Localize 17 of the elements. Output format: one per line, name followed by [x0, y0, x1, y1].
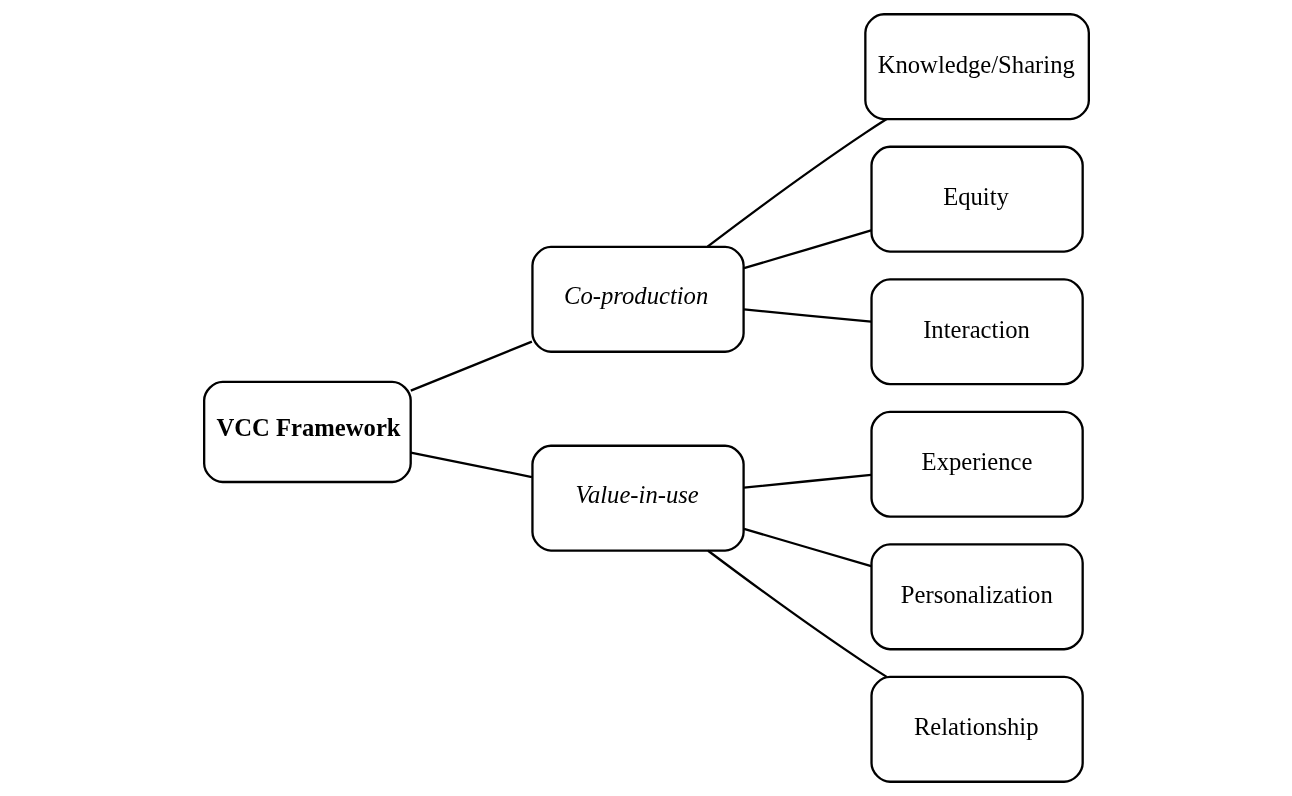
connector — [410, 451, 532, 479]
node-box: Equity — [869, 145, 1084, 253]
node-box: Interaction — [869, 278, 1084, 386]
node-box: VCC Framework — [202, 380, 412, 484]
connector — [743, 308, 871, 323]
node-box: Experience — [869, 410, 1084, 518]
connector — [409, 340, 532, 392]
connector — [743, 473, 871, 489]
node-box: Personalization — [869, 543, 1084, 651]
connector — [743, 527, 871, 568]
connector — [706, 118, 887, 248]
connector — [743, 229, 871, 270]
node-box: Relationship — [869, 675, 1084, 783]
node-box: Co-production — [530, 245, 745, 353]
connector — [706, 549, 887, 678]
node-box: Value-in-use — [530, 444, 745, 552]
node-box: Knowledge/Sharing — [863, 13, 1090, 121]
